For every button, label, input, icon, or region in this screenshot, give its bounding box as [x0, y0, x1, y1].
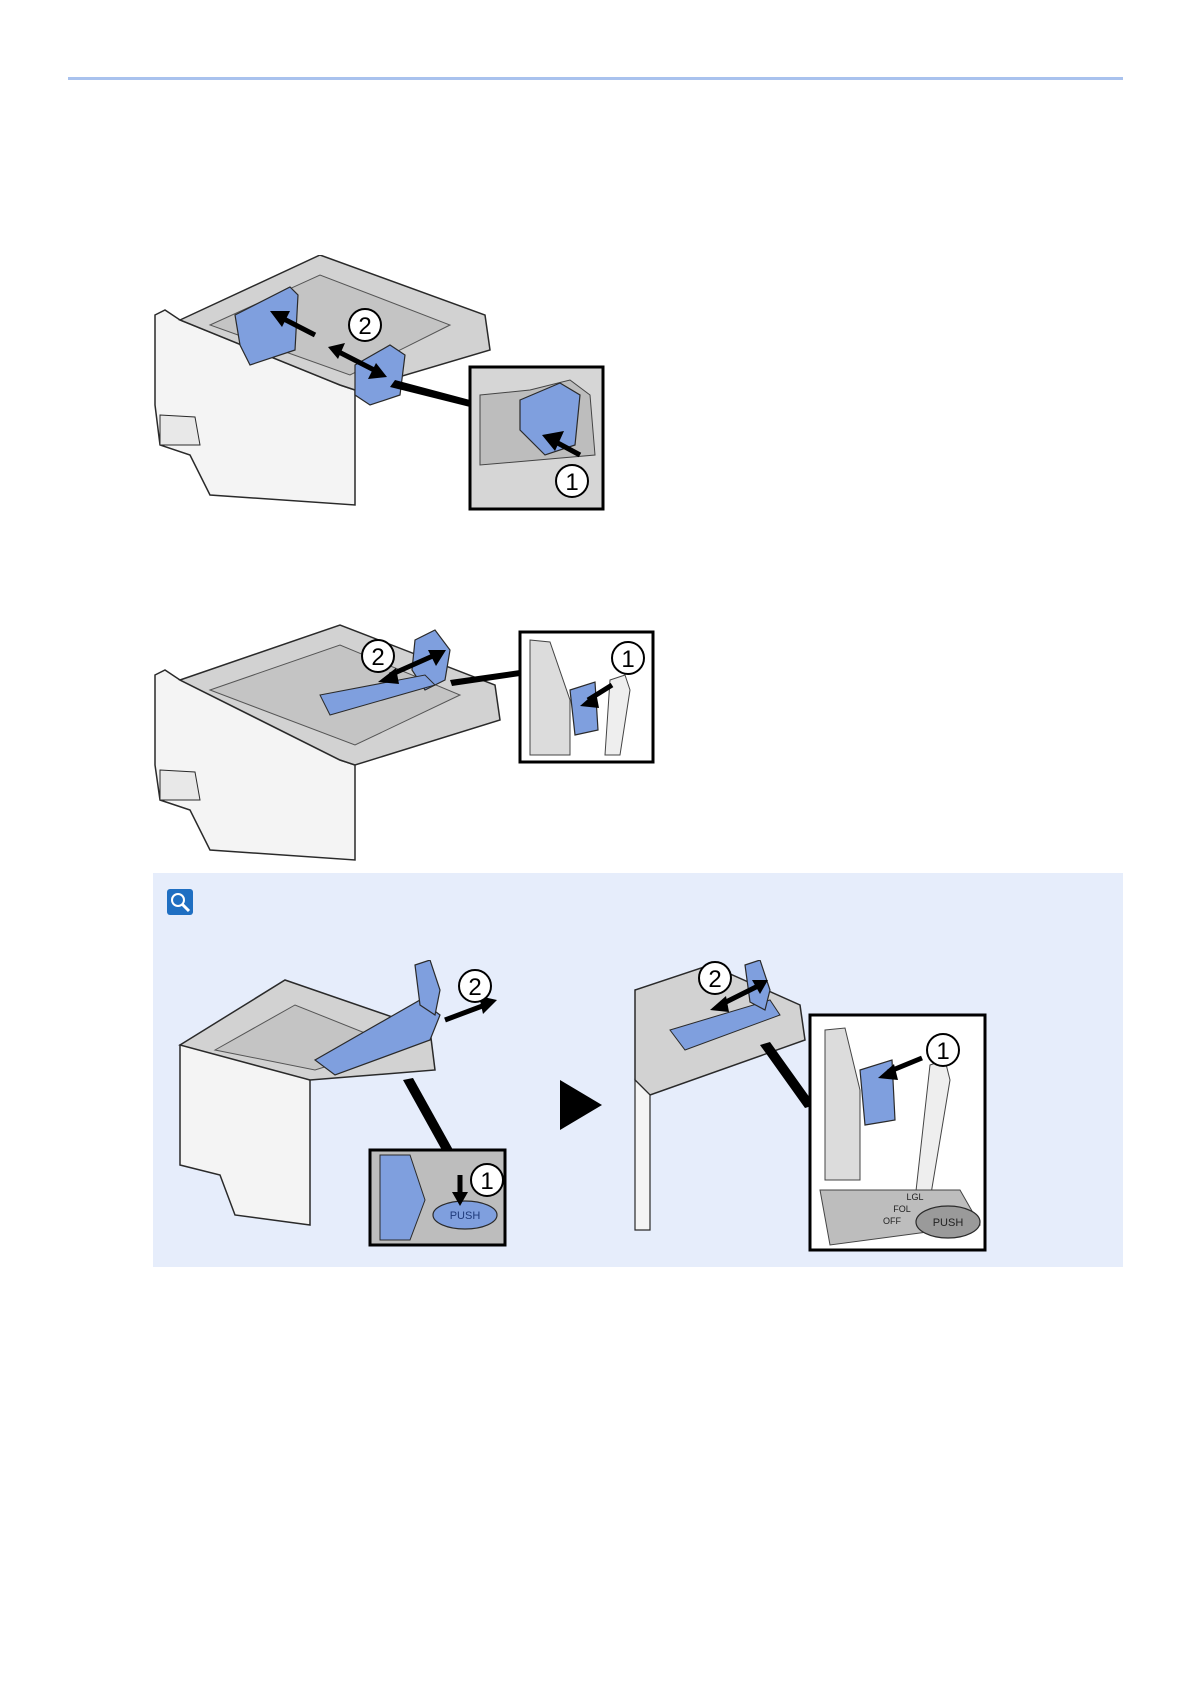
svg-text:2: 2: [708, 966, 721, 993]
svg-text:1: 1: [565, 469, 578, 496]
note-right-marker-2: 2: [699, 962, 731, 994]
stopper-lgl-label: LGL: [906, 1192, 923, 1202]
lightbulb-hint-icon: [167, 889, 193, 915]
figure-width-guide: 2 1: [150, 255, 610, 515]
svg-text:1: 1: [480, 1168, 493, 1195]
stopper-off-label: OFF: [883, 1216, 901, 1226]
stopper-fol-label: FOL: [893, 1204, 911, 1214]
svg-text:2: 2: [468, 974, 481, 1001]
svg-text:1: 1: [936, 1038, 949, 1065]
note-left-marker-2: 2: [459, 970, 491, 1002]
note-left-marker-1: 1: [471, 1164, 503, 1196]
svg-text:1: 1: [621, 646, 634, 673]
note-figure-release-lever: 2 PUSH 1: [175, 960, 535, 1250]
play-triangle-icon: [560, 1080, 602, 1130]
header-rule: [68, 77, 1123, 80]
figure2-marker-2: 2: [362, 640, 394, 672]
note-right-marker-1: 1: [927, 1034, 959, 1066]
figure1-marker-1: 1: [556, 465, 588, 497]
svg-text:2: 2: [371, 644, 384, 671]
stopper-push-label: PUSH: [933, 1217, 964, 1229]
figure1-marker-2: 2: [349, 309, 381, 341]
figure-length-guide: 2 1: [150, 620, 660, 865]
note-figure-adjust-stopper: 2 1 PUSH LGL FOL OFF: [630, 960, 990, 1255]
push-label: PUSH: [450, 1210, 481, 1222]
svg-text:2: 2: [358, 313, 371, 340]
figure2-marker-1: 1: [612, 642, 644, 674]
